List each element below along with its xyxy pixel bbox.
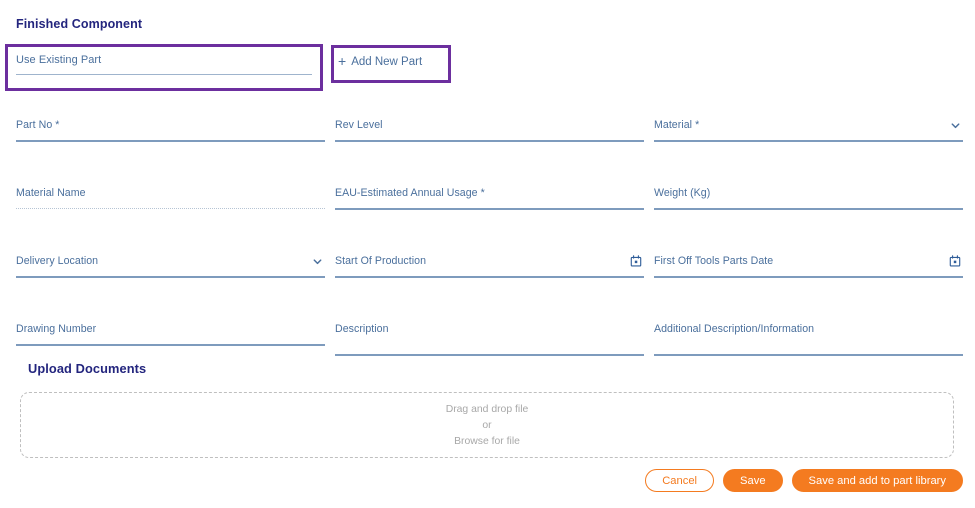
field-label: Material Name <box>16 187 86 199</box>
form-column: Material * <box>654 118 963 186</box>
field-description[interactable]: Description <box>335 322 644 390</box>
field-underline <box>16 276 325 278</box>
field-rev-level[interactable]: Rev Level <box>335 118 644 186</box>
form-column: Additional Description/Information <box>654 322 963 390</box>
form-row: Drawing Number Description Additional Desc… <box>16 322 963 390</box>
field-weight-kg[interactable]: Weight (Kg) <box>654 186 963 254</box>
field-underline <box>654 276 963 278</box>
calendar-icon[interactable] <box>948 254 962 268</box>
form-column: EAU-Estimated Annual Usage * <box>335 186 644 254</box>
field-material-name[interactable]: Material Name <box>16 186 325 254</box>
field-label: First Off Tools Parts Date <box>654 255 774 267</box>
field-underline <box>16 208 325 209</box>
form-row: Part No * Rev Level Material * <box>16 118 963 186</box>
field-label: EAU-Estimated Annual Usage * <box>335 187 485 199</box>
form-actions: Cancel Save Save and add to part library <box>645 469 963 492</box>
save-and-add-to-part-library-button[interactable]: Save and add to part library <box>791 469 963 492</box>
form-column: Part No * <box>16 118 325 186</box>
add-new-part-label: Add New Part <box>351 56 423 68</box>
form-column: Start Of Production <box>335 254 644 322</box>
chevron-down-icon[interactable] <box>310 254 324 268</box>
form-row: Delivery Location Start Of Production Firs… <box>16 254 963 322</box>
field-label: Description <box>335 323 389 335</box>
field-part-no[interactable]: Part No * <box>16 118 325 186</box>
field-label: Material * <box>654 119 700 131</box>
save-button[interactable]: Save <box>723 469 783 492</box>
field-label: Additional Description/Information <box>654 323 815 335</box>
field-label: Delivery Location <box>16 255 99 267</box>
use-existing-part-label: Use Existing Part <box>16 54 102 66</box>
field-underline <box>335 354 644 356</box>
file-dropzone[interactable]: Drag and drop file or Browse for file <box>20 392 954 458</box>
field-label: Weight (Kg) <box>654 187 711 199</box>
form-column: Description <box>335 322 644 390</box>
field-first-off-tools-parts-date[interactable]: First Off Tools Parts Date <box>654 254 963 322</box>
form-column: Weight (Kg) <box>654 186 963 254</box>
field-underline <box>335 276 644 278</box>
field-underline <box>654 354 963 356</box>
finished-component-form: Part No * Rev Level Material * Material Nam… <box>16 118 963 390</box>
field-start-of-production[interactable]: Start Of Production <box>335 254 644 322</box>
plus-icon: + <box>338 53 347 69</box>
field-drawing-number[interactable]: Drawing Number <box>16 322 325 390</box>
form-column: Delivery Location <box>16 254 325 322</box>
page-title: Finished Component <box>16 17 143 31</box>
field-label: Drawing Number <box>16 323 97 335</box>
form-column: Drawing Number <box>16 322 325 390</box>
form-column: First Off Tools Parts Date <box>654 254 963 322</box>
field-material[interactable]: Material * <box>654 118 963 186</box>
field-underline <box>335 140 644 142</box>
field-additional-description-information[interactable]: Additional Description/Information <box>654 322 963 390</box>
calendar-icon[interactable] <box>629 254 643 268</box>
use-existing-part-underline <box>16 74 312 75</box>
form-column: Material Name <box>16 186 325 254</box>
field-label: Part No * <box>16 119 60 131</box>
upload-documents-title: Upload Documents <box>28 361 147 376</box>
dropzone-or-text: or <box>482 419 492 431</box>
add-new-part-button[interactable]: + Add New Part <box>338 53 423 69</box>
field-label: Rev Level <box>335 119 383 131</box>
form-column: Rev Level <box>335 118 644 186</box>
field-delivery-location[interactable]: Delivery Location <box>16 254 325 322</box>
field-underline <box>16 344 325 346</box>
dropzone-browse-link[interactable]: Browse for file <box>454 435 520 447</box>
field-underline <box>335 208 644 210</box>
chevron-down-icon[interactable] <box>948 118 962 132</box>
form-row: Material Name EAU-Estimated Annual Usage … <box>16 186 963 254</box>
field-label: Start Of Production <box>335 255 427 267</box>
field-underline <box>16 140 325 142</box>
field-underline <box>654 140 963 142</box>
field-eau-estimated-annual-usage[interactable]: EAU-Estimated Annual Usage * <box>335 186 644 254</box>
dropzone-drag-text: Drag and drop file <box>445 403 529 415</box>
field-underline <box>654 208 963 210</box>
cancel-button[interactable]: Cancel <box>645 469 715 492</box>
use-existing-part-field[interactable]: Use Existing Part <box>16 54 312 75</box>
